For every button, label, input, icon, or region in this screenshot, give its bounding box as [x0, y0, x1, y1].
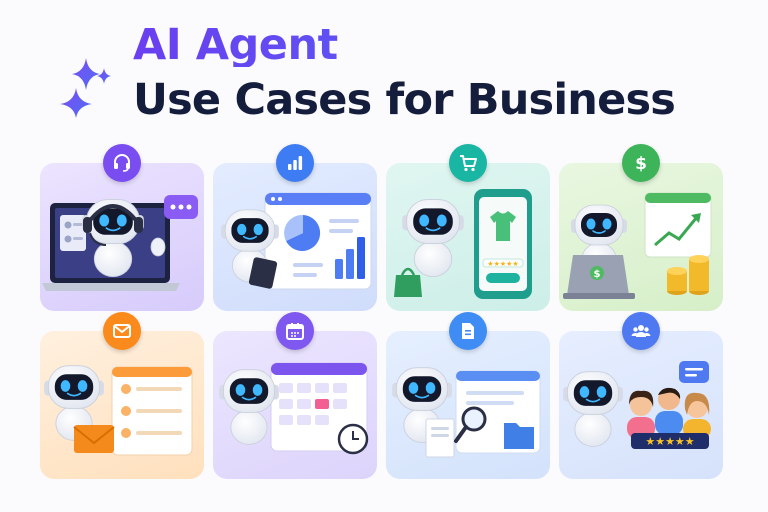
document-badge [449, 312, 487, 350]
card-email [40, 312, 204, 479]
calendar-icon [286, 323, 304, 340]
bar-chart-badge [276, 144, 314, 182]
title-line-2: Use Cases for Business [133, 75, 676, 125]
dollar-icon: $ [635, 154, 647, 174]
ecommerce-illustration: ★★★★★ [394, 189, 532, 299]
svg-text:$: $ [635, 154, 647, 174]
documents-illustration [391, 366, 541, 458]
bar-chart-icon [288, 156, 303, 170]
hr-team-illustration: ★★★★★ [562, 361, 711, 449]
analytics-illustration [220, 192, 372, 290]
customer-support-illustration [42, 195, 198, 291]
card-scheduling [213, 312, 377, 479]
card-documents [386, 312, 550, 479]
envelope-icon [113, 324, 131, 338]
svg-text:$: $ [594, 269, 601, 280]
svg-text:★★★★★: ★★★★★ [487, 260, 518, 268]
calendar-badge [276, 312, 314, 350]
envelope-badge [103, 312, 141, 350]
document-icon [462, 323, 474, 339]
dollar-badge: $ [622, 144, 660, 182]
shopping-cart-badge [449, 144, 487, 182]
shopping-cart-icon [460, 155, 477, 172]
headset-badge [103, 144, 141, 182]
page-title: AI Agent Use Cases for Business [133, 24, 676, 125]
card-hr-team: ★★★★★ [559, 312, 723, 479]
card-customer-support [40, 144, 204, 311]
finance-illustration: $ [563, 192, 712, 299]
email-illustration [43, 364, 193, 456]
scheduling-illustration [218, 362, 369, 455]
team-icon [631, 325, 651, 337]
sparkles-icon [60, 58, 111, 118]
card-ecommerce: ★★★★★ [386, 144, 550, 311]
card-finance: $ $ [559, 144, 723, 311]
svg-text:★★★★★: ★★★★★ [645, 435, 694, 448]
team-badge [622, 312, 660, 350]
card-analytics [213, 144, 377, 311]
headset-icon [114, 154, 130, 172]
title-line-1: AI Agent [133, 24, 675, 67]
